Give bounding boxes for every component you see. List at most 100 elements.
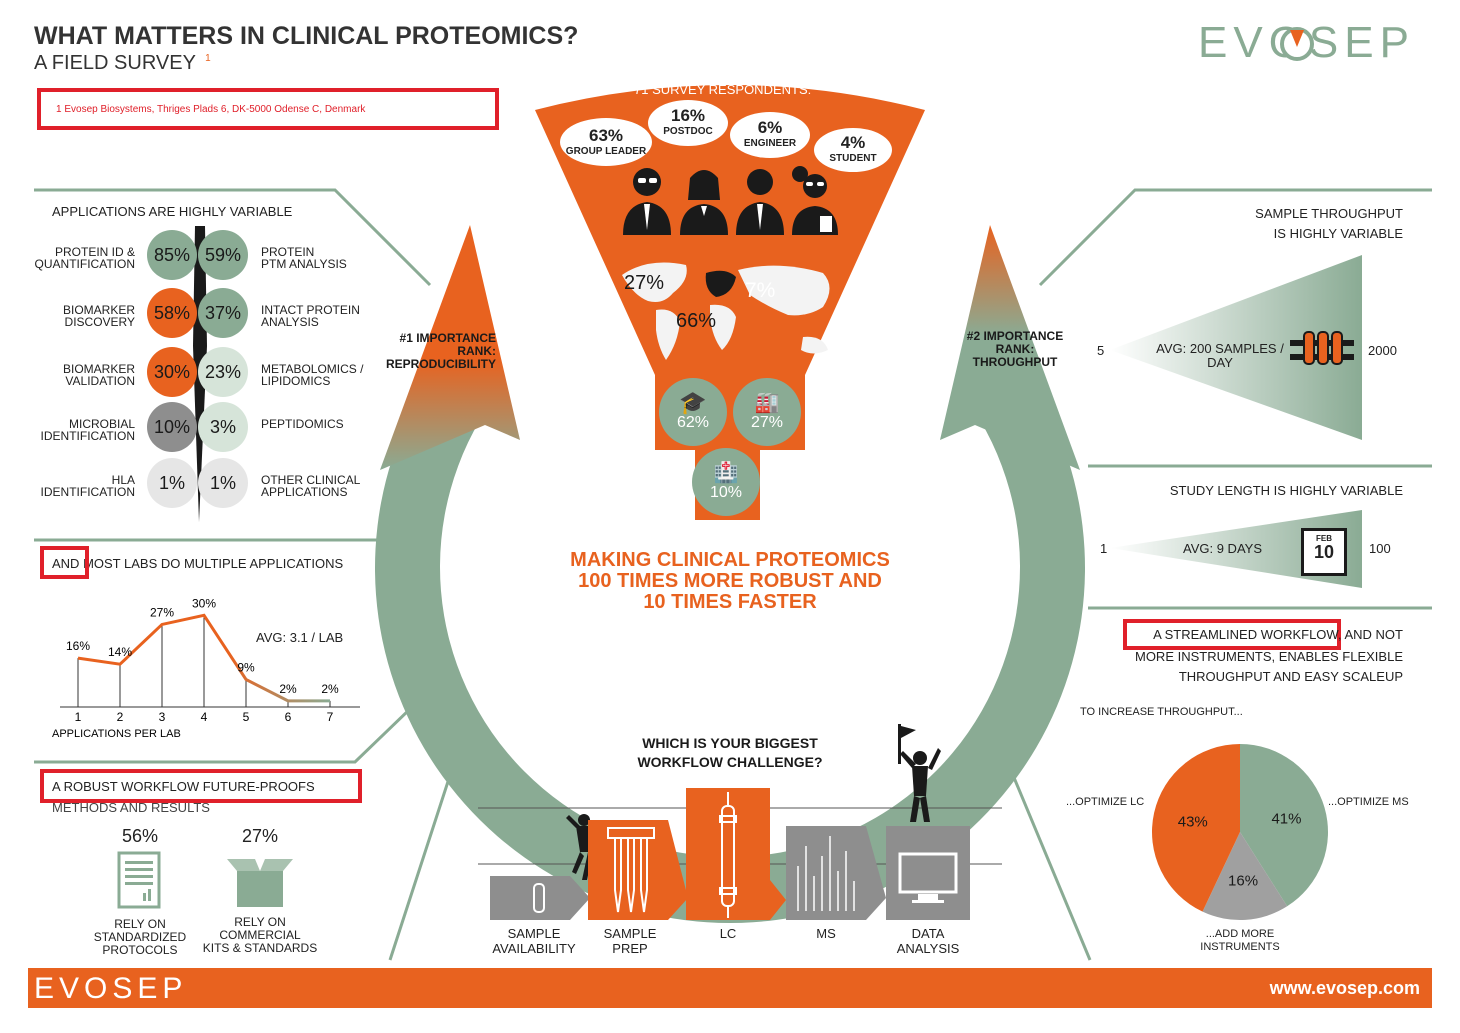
- throughput-avg: AVG: 200 SAMPLES / DAY: [1156, 341, 1284, 370]
- app-left-label: BIOMARKER DISCOVERY: [62, 303, 135, 329]
- app-left-label: BIOMARKER VALIDATION: [62, 362, 135, 388]
- label-group-leader: GROUP LEADER: [565, 146, 647, 157]
- x-tick-label: 5: [243, 710, 250, 724]
- workflow-question: WHICH IS YOUR BIGGEST WORKFLOW CHALLENGE…: [637, 735, 823, 770]
- box-icon: [227, 859, 293, 907]
- people-icons: [623, 166, 838, 235]
- throughput-min: 5: [1097, 343, 1105, 358]
- calendar-month: FEB: [1316, 534, 1332, 543]
- bubble-group-leader: 63% GROUP LEADER: [560, 118, 652, 166]
- x-tick-label: 7: [327, 710, 334, 724]
- step-ms: [786, 826, 886, 920]
- sector-hospital: 🏥 10%: [692, 448, 760, 516]
- pipettes-icon: [588, 820, 688, 920]
- affiliation-text: 1 Evosep Biosystems, Thriges Plads 6, DK…: [56, 104, 366, 115]
- data-label: 9%: [237, 660, 255, 674]
- document-icon: [117, 851, 161, 909]
- streamlined-title-b: AND NOT: [1341, 627, 1403, 642]
- kits-pct: 27%: [241, 826, 279, 846]
- affiliation-box: [37, 88, 499, 130]
- app-left-pct: 10%: [147, 402, 197, 452]
- data-label: 27%: [150, 605, 174, 619]
- page-title: WHAT MATTERS IN CLINICAL PROTEOMICS?: [34, 22, 579, 50]
- workflow-step-label: DATA ANALYSIS: [896, 926, 960, 956]
- pie-slice: [1240, 744, 1328, 907]
- pie-slice-label: 43%: [1178, 813, 1208, 830]
- bubble-student: 4% STUDENT: [814, 128, 892, 172]
- app-left-pct: 30%: [147, 347, 197, 397]
- flag-person-icon: [898, 724, 941, 822]
- subtitle-sup: 1: [205, 53, 211, 65]
- sector-industry: 🏭 27%: [733, 378, 801, 446]
- ms-spectrum-icon: [786, 826, 886, 920]
- step-lc: [686, 788, 786, 920]
- page-subtitle: A FIELD SURVEY 1: [34, 52, 211, 75]
- subtitle-text: A FIELD SURVEY: [34, 52, 196, 74]
- data-label: 14%: [108, 645, 132, 659]
- app-right-label: PEPTIDOMICS: [261, 417, 344, 431]
- world-map-icon: [622, 262, 830, 360]
- footer-logo: EVOSEP: [34, 972, 187, 1006]
- step-sample-availability: [490, 876, 590, 920]
- pie-slice-label: 41%: [1271, 810, 1301, 827]
- applications-title: APPLICATIONS ARE HIGHLY VARIABLE: [52, 204, 293, 219]
- pie-slice: [1152, 744, 1240, 912]
- step-arrow-shape: [490, 876, 590, 920]
- sector-academia-pct: 62%: [676, 414, 710, 431]
- respondents-title: 71 SURVEY RESPONDENTS:: [634, 82, 812, 97]
- sector-industry-pct: 27%: [750, 414, 784, 431]
- calendar-icon: FEB 10: [1301, 528, 1347, 576]
- pct-student: 4%: [840, 133, 866, 152]
- app-left-label: HLA IDENTIFICATION: [40, 473, 135, 499]
- study-avg: AVG: 9 DAYS: [1183, 541, 1262, 556]
- streamlined-title: A STREAMLINED WORKFLOW, AND NOT: [1100, 627, 1403, 642]
- footer-url[interactable]: www.evosep.com: [1269, 978, 1420, 998]
- and-highlight-box: [40, 546, 89, 579]
- rank1-label: #1 IMPORTANCE RANK: REPRODUCIBILITY: [385, 331, 496, 371]
- workflow-step-label: SAMPLE PREP: [603, 926, 657, 956]
- x-tick-label: 3: [159, 710, 166, 724]
- data-label: 16%: [66, 639, 90, 653]
- factory-icon: 🏭: [754, 392, 780, 414]
- app-right-pct: 37%: [198, 288, 248, 338]
- protocols-pct: 56%: [121, 826, 159, 846]
- robust-item-kits: 27% RELY ON COMMERCIAL KITS & STANDARDS: [200, 826, 320, 955]
- throughput-pie-chart: 41%16%43%: [1152, 744, 1328, 920]
- study-title: STUDY LENGTH IS HIGHLY VARIABLE: [1169, 483, 1403, 498]
- app-left-pct: 58%: [147, 288, 197, 338]
- app-right-pct: 23%: [198, 347, 248, 397]
- pie-label-instruments: ...ADD MORE INSTRUMENTS: [1200, 928, 1280, 953]
- region-americas-pct: 27%: [624, 272, 665, 294]
- throughput-max: 2000: [1368, 343, 1397, 358]
- x-tick-label: 1: [75, 710, 82, 724]
- app-right-pct: 59%: [198, 230, 248, 280]
- app-right-label: INTACT PROTEIN ANALYSIS: [261, 303, 360, 329]
- bubble-postdoc: 16% POSTDOC: [648, 100, 728, 146]
- step-sample-prep: [588, 820, 688, 920]
- footer-logo-text: EVOSEP: [34, 972, 188, 1005]
- sector-academia: 🎓 62%: [659, 378, 727, 446]
- region-asia-pct: 7%: [745, 279, 776, 302]
- workflow-step-label: SAMPLE AVAILABILITY: [492, 926, 576, 956]
- pie-slice: [1202, 832, 1288, 920]
- workflow-step-label: LC: [719, 926, 737, 941]
- x-axis-title: APPLICATIONS PER LAB: [52, 728, 181, 740]
- streamlined-title-c: MORE INSTRUMENTS, ENABLES FLEXIBLE THROU…: [1134, 649, 1403, 684]
- pie-title: TO INCREASE THROUGHPUT...: [1080, 706, 1243, 718]
- kits-label: RELY ON COMMERCIAL KITS & STANDARDS: [202, 915, 318, 955]
- streamlined-title-a: A STREAMLINED WORKFLOW,: [1153, 627, 1342, 642]
- protocols-label: RELY ON STANDARDIZED PROTOCOLS: [93, 917, 187, 957]
- app-right-label: OTHER CLINICAL APPLICATIONS: [261, 473, 361, 499]
- robust-highlight-box: [40, 769, 362, 803]
- streamlined-highlight-box: [1123, 619, 1341, 650]
- workflow-step-label: MS: [816, 926, 836, 941]
- robust-title: A ROBUST WORKFLOW FUTURE-PROOFS: [52, 779, 315, 794]
- multiple-avg: AVG: 3.1 / LAB: [256, 630, 344, 645]
- monitor-icon: [898, 852, 958, 903]
- app-left-label: PROTEIN ID & QUANTIFICATION: [34, 245, 135, 271]
- series-line: [77, 613, 330, 703]
- x-tick-label: 2: [117, 710, 124, 724]
- data-label: 30%: [192, 596, 216, 610]
